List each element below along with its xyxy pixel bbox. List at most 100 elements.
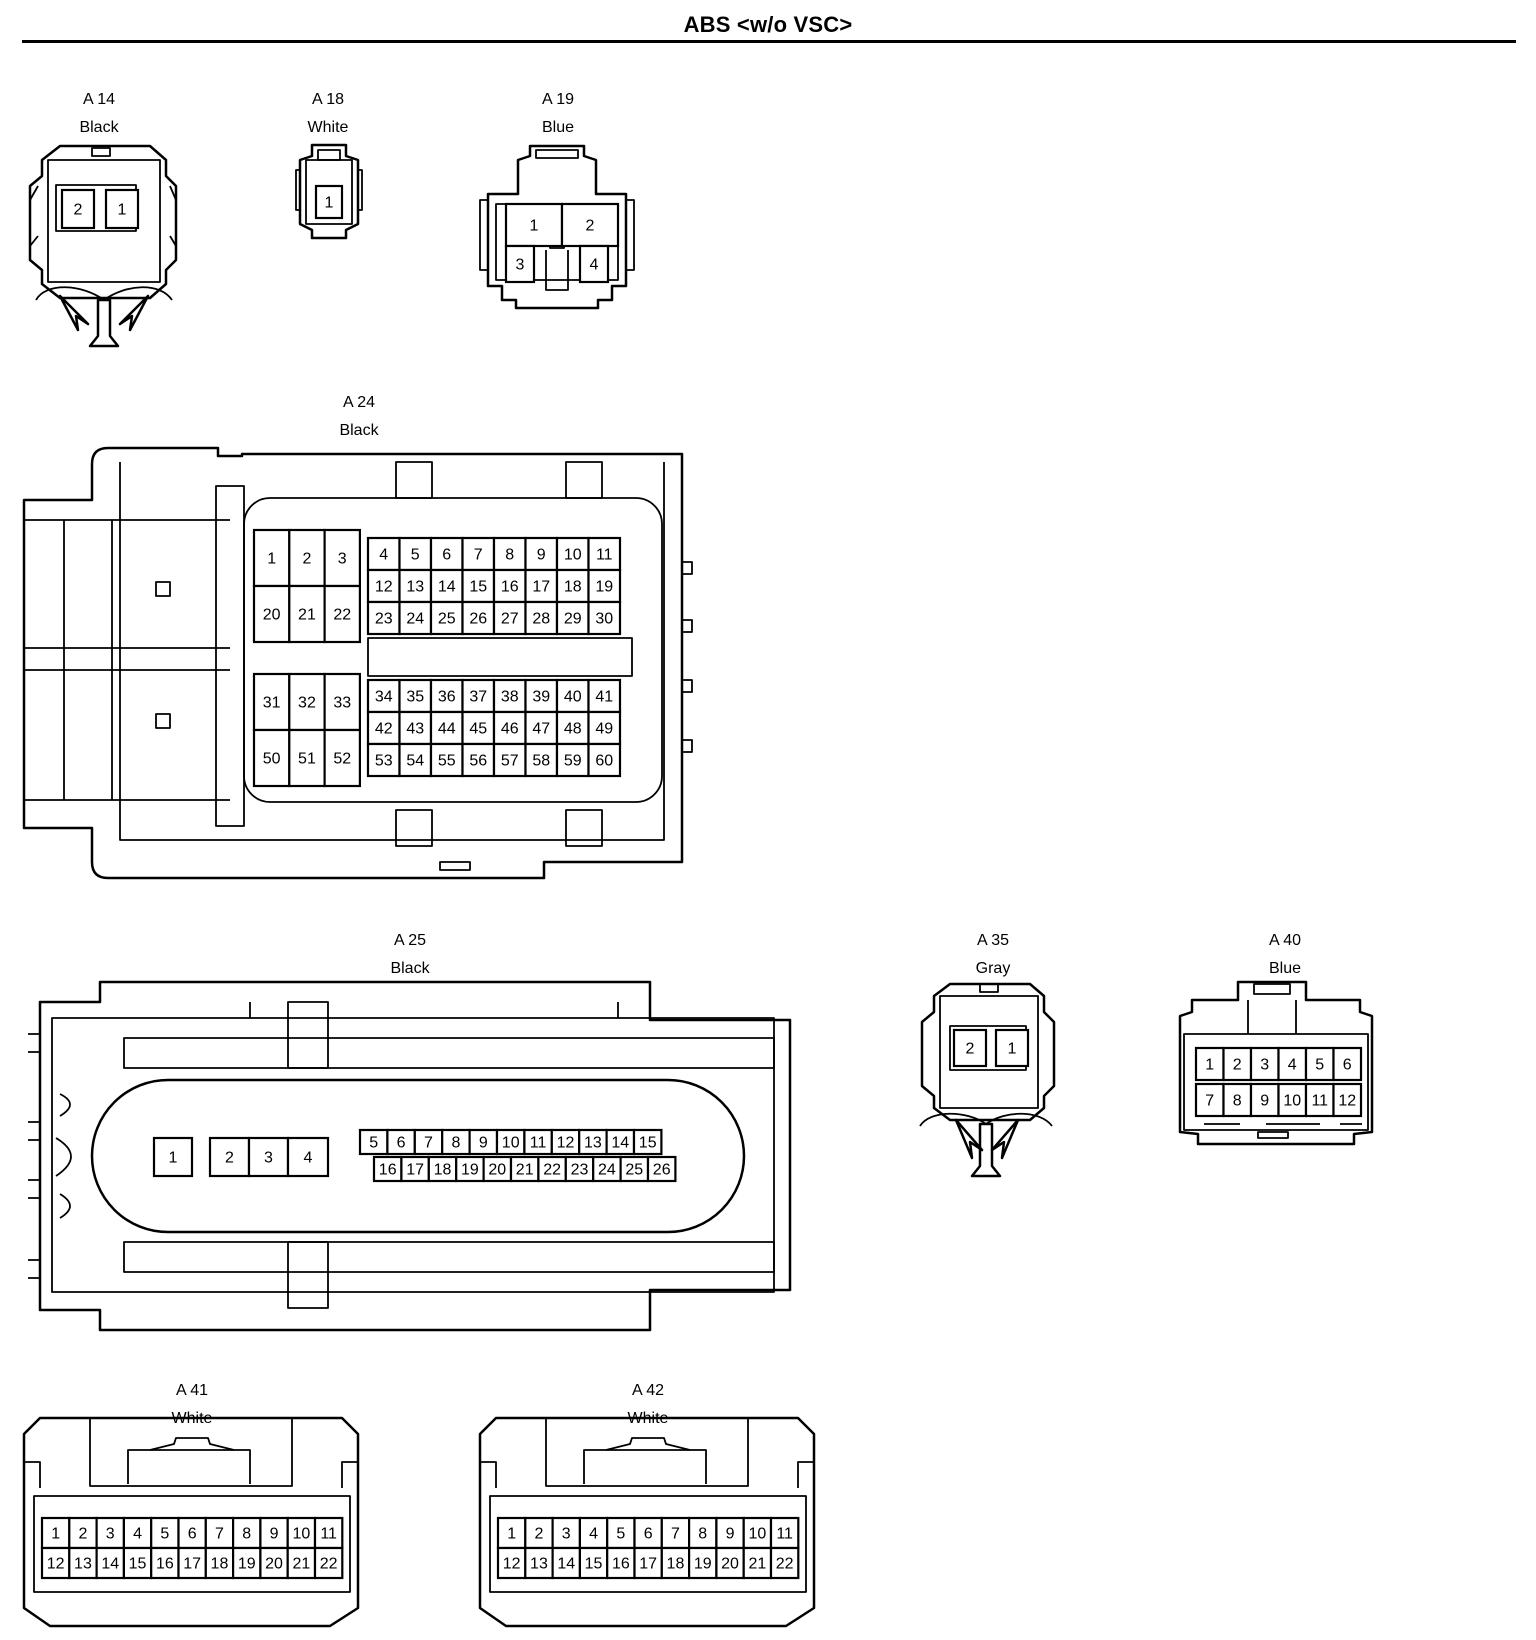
pin-cell [524, 742, 559, 778]
pin-label: 33 [333, 695, 351, 712]
pin-a42-9: 9 [715, 1516, 745, 1550]
pin-label: 10 [502, 1135, 520, 1152]
pin-a24-58: 58 [524, 742, 559, 778]
pin-a41-1: 1 [40, 1516, 71, 1550]
pin-a24-49: 49 [587, 710, 622, 746]
pin-label: 39 [532, 689, 550, 706]
pin-a24-39: 39 [524, 678, 559, 714]
pin-a25-17: 17 [400, 1155, 430, 1183]
connector-a18-color: White [307, 119, 349, 136]
pin-label: 13 [584, 1135, 602, 1152]
pin-a25-26: 26 [646, 1155, 677, 1183]
pin-cell [1332, 1082, 1363, 1118]
pin-label: 8 [1233, 1093, 1242, 1110]
pin-label: 26 [469, 611, 487, 628]
pin-label: 7 [671, 1526, 680, 1543]
pin-label: 10 [748, 1526, 766, 1543]
pin-a41-17: 17 [177, 1546, 207, 1580]
pin-label: 3 [1260, 1057, 1269, 1074]
pin-a24-47: 47 [524, 710, 559, 746]
connector-a35-shell [919, 982, 1056, 1178]
pin-a24-48: 48 [555, 710, 590, 746]
pin-label: 5 [160, 1526, 169, 1543]
pin-cell [323, 728, 362, 788]
connector-a41-id: A 41 [175, 1382, 209, 1399]
connector-a40-id: A 40 [1268, 932, 1302, 949]
pin-a42-3: 3 [551, 1516, 581, 1550]
pin-label: 19 [694, 1556, 712, 1573]
pin-cell [550, 1128, 581, 1156]
pin-a24-15: 15 [461, 568, 496, 604]
pin-cell [68, 1516, 98, 1550]
pin-label: 17 [532, 579, 550, 596]
pin-a24-11: 11 [587, 536, 622, 572]
pin-a24-57: 57 [492, 742, 527, 778]
pin-cell [578, 1546, 609, 1580]
pin-label: 8 [698, 1526, 707, 1543]
pin-label: 31 [263, 695, 281, 712]
pin-label: 3 [264, 1150, 273, 1167]
pin-a42-18: 18 [660, 1546, 691, 1580]
pin-label: 12 [375, 579, 393, 596]
pin-a25-9: 9 [468, 1128, 499, 1156]
pin-label: 1 [267, 551, 276, 568]
pin-a24-32: 32 [288, 672, 326, 732]
pin-label: 19 [238, 1556, 256, 1573]
pin-a25-13: 13 [578, 1128, 608, 1156]
pin-label: 46 [501, 721, 519, 738]
pin-cell [122, 1516, 153, 1550]
pin-label: 3 [106, 1526, 115, 1543]
pin-a24-51: 51 [288, 728, 326, 788]
pin-a41-20: 20 [259, 1546, 289, 1580]
pin-a24-3: 3 [323, 528, 362, 588]
pin-cell [578, 244, 610, 284]
pin-a40-5: 5 [1304, 1046, 1335, 1082]
pin-a24-46: 46 [492, 710, 527, 746]
pin-a25-20: 20 [482, 1155, 513, 1183]
pin-a42-20: 20 [715, 1546, 745, 1580]
pin-label: 37 [469, 689, 487, 706]
pin-cell [441, 1128, 471, 1156]
pin-a25-3: 3 [247, 1136, 290, 1178]
pin-a24-2: 2 [288, 528, 326, 588]
pin-cell [1249, 1082, 1280, 1118]
pin-a25-5: 5 [358, 1128, 389, 1156]
pin-a42-5: 5 [606, 1516, 636, 1550]
pin-cell [524, 536, 559, 572]
pin-a42-4: 4 [578, 1516, 609, 1550]
pin-a41-12: 12 [40, 1546, 71, 1580]
pin-a24-17: 17 [524, 568, 559, 604]
pin-label: 29 [564, 611, 582, 628]
pin-cell [482, 1155, 513, 1183]
pin-cell [286, 1136, 330, 1178]
pin-a24-37: 37 [461, 678, 496, 714]
pin-cell [524, 710, 559, 746]
pin-a19-4: 4 [578, 244, 610, 284]
pin-label: 14 [438, 579, 456, 596]
pin-label: 22 [776, 1556, 794, 1573]
pin-label: 1 [1008, 1041, 1017, 1058]
pin-a24-4: 4 [366, 536, 401, 572]
pin-a25-19: 19 [455, 1155, 485, 1183]
pin-label: 20 [263, 607, 281, 624]
pin-cell [1194, 1082, 1225, 1118]
pin-label: 12 [1338, 1093, 1356, 1110]
pin-cell [560, 202, 620, 248]
pin-label: 18 [564, 579, 582, 596]
page-title: ABS <w/o VSC> [683, 12, 853, 37]
pin-label: 24 [406, 611, 424, 628]
pin-a40-3: 3 [1249, 1046, 1280, 1082]
pin-label: 6 [644, 1526, 653, 1543]
pin-a42-19: 19 [687, 1546, 718, 1580]
pin-cell [288, 728, 326, 788]
pin-cell [492, 710, 527, 746]
pin-label: 11 [320, 1526, 337, 1543]
pin-cell [687, 1546, 718, 1580]
pin-a41-3: 3 [95, 1516, 125, 1550]
pin-a24-54: 54 [398, 742, 433, 778]
pin-label: 5 [616, 1526, 625, 1543]
pin-label: 21 [516, 1162, 534, 1179]
pin-label: 3 [338, 551, 347, 568]
pin-a40-9: 9 [1249, 1082, 1280, 1118]
